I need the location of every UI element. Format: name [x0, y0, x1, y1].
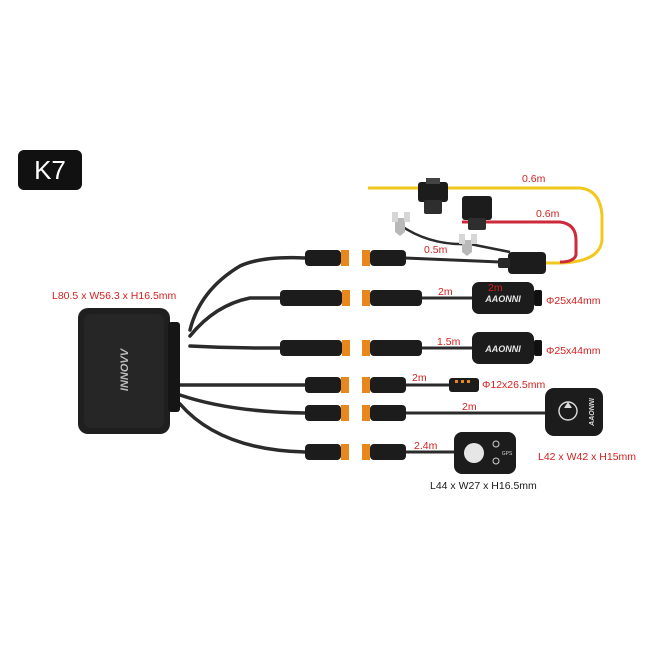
- dimension-small-sensor: Φ12x26.5mm: [482, 379, 546, 391]
- connector-pair-remote: [305, 444, 406, 460]
- main-cables: [178, 255, 307, 454]
- ground-wire: [399, 223, 511, 254]
- length-ground-wire: 0.5m: [424, 244, 448, 256]
- gps-module: AAONNI: [545, 388, 603, 436]
- length-red-wire: 0.6m: [536, 208, 560, 220]
- connector-pair-gps: [305, 405, 406, 421]
- remote-gps-label: GPS: [502, 451, 513, 457]
- length-remote: 2.4m: [414, 440, 438, 452]
- length-gps: 2m: [462, 401, 477, 413]
- dimension-main-unit: L80.5 x W56.3 x H16.5mm: [52, 290, 177, 302]
- yellow-wire: [368, 186, 604, 265]
- wifi-icon: [492, 440, 500, 465]
- fuse-holder-yellow: [418, 178, 448, 214]
- connector-pair-sensor: [305, 377, 406, 393]
- power-harness: [368, 178, 604, 274]
- length-yellow-wire: 0.6m: [522, 173, 546, 185]
- camera-rear: AAONNI: [472, 332, 542, 364]
- main-unit-brand: INNOVV: [119, 347, 131, 391]
- length-camera-front: 2m: [438, 286, 453, 298]
- cable-cam-rear: [188, 344, 282, 350]
- connector-pair-power: [305, 250, 406, 266]
- connector-pair-cam-front: [280, 290, 422, 306]
- length-camera-front-cable: 2m: [488, 282, 503, 294]
- gps-module-brand: AAONNI: [589, 397, 596, 427]
- fuse-holder-red: [462, 196, 492, 230]
- small-sensor: [449, 378, 479, 392]
- dimension-camera-front: Φ25x44mm: [546, 295, 601, 307]
- dimension-gps: L42 x W42 x H15mm: [538, 451, 637, 463]
- fork-terminal-right: [459, 234, 477, 256]
- remote: GPS: [454, 432, 516, 474]
- fork-terminal-left: [392, 212, 410, 236]
- cable-gps: [178, 393, 307, 415]
- camera-front: AAONNI: [472, 282, 542, 314]
- length-camera-rear: 1.5m: [437, 336, 461, 348]
- main-unit: INNOVV: [78, 308, 180, 434]
- cable-cam-front: [188, 296, 282, 338]
- connector-pair-cam-rear: [280, 340, 422, 356]
- cable-remote: [178, 402, 307, 454]
- button-icon: [464, 443, 484, 463]
- cable-power: [188, 255, 307, 332]
- model-badge: K7: [18, 150, 82, 190]
- camera-front-brand: AAONNI: [484, 294, 521, 304]
- downstream-cables: [403, 256, 547, 454]
- dimension-camera-rear: Φ25x44mm: [546, 345, 601, 357]
- length-small-sensor: 2m: [412, 372, 427, 384]
- power-plug: [498, 252, 546, 274]
- camera-rear-brand: AAONNI: [484, 344, 521, 354]
- dimension-remote: L44 x W27 x H16.5mm: [430, 480, 537, 492]
- connectors: [280, 250, 422, 460]
- red-wire: [462, 220, 578, 264]
- gps-icon: [558, 401, 578, 421]
